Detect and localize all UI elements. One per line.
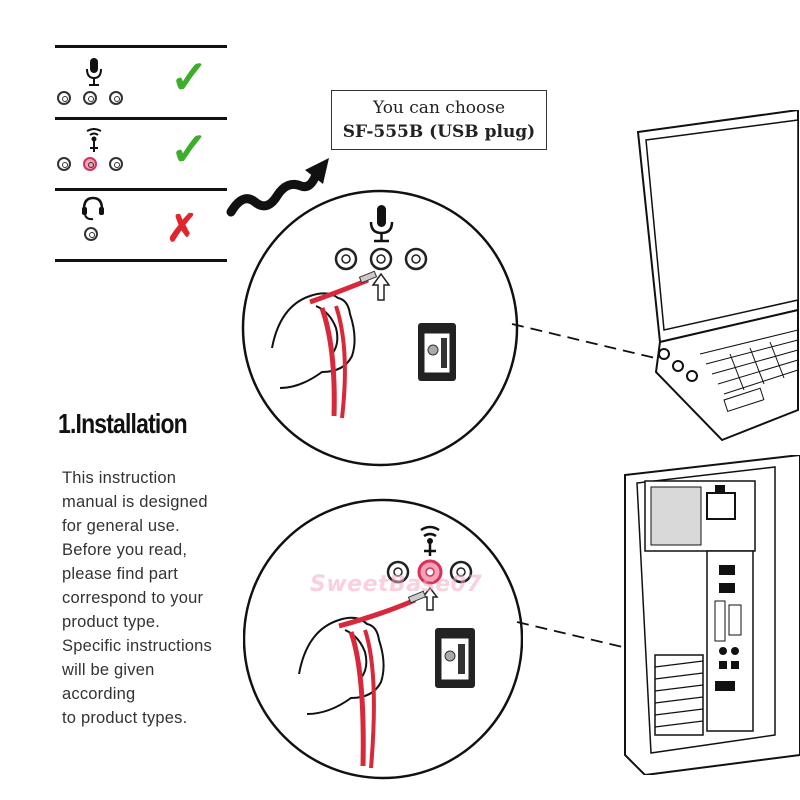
usb-port-icon: [418, 323, 456, 381]
product-callout: You can choose SF-555B (USB plug): [331, 90, 547, 150]
instruction-line: Specific instructions: [62, 637, 213, 655]
instruction-line: Before you read,: [62, 541, 188, 559]
speaker-icon: [86, 128, 102, 152]
audio-jack-icon: [57, 157, 71, 171]
cross-icon: ✗: [166, 208, 198, 250]
audio-jack-icon: [84, 227, 98, 241]
connector-line: [516, 621, 712, 669]
table-rule: [55, 45, 227, 48]
jack-row: [334, 247, 428, 271]
audio-jack-icon: [57, 91, 71, 105]
wavy-arrow-icon: [226, 158, 329, 217]
hand-holding-plug: [298, 590, 427, 769]
instruction-line: This instruction: [62, 469, 177, 487]
desktop-tower-illustration: [624, 455, 800, 775]
table-rule: [55, 188, 227, 191]
audio-jack-icon: [109, 91, 123, 105]
laptop-illustration: [636, 110, 799, 442]
microphone-icon: [369, 205, 394, 243]
instruction-line: will be given: [62, 661, 155, 679]
instruction-line: to product types.: [62, 709, 188, 727]
speaker-icon: [420, 525, 440, 556]
lineout-jack-closeup: [243, 498, 523, 780]
table-rule: [55, 117, 227, 120]
instruction-line: according: [62, 685, 136, 703]
instruction-text: This instruction manual is designed for …: [62, 466, 237, 730]
jack-row: [57, 91, 123, 105]
section-heading: 1.Installation: [58, 408, 188, 439]
audio-jack-icon: [83, 91, 97, 105]
table-rule: [55, 259, 227, 262]
callout-line-1: You can choose: [372, 98, 506, 118]
highlighted-jack-icon: [83, 157, 97, 171]
microphone-icon: [86, 58, 102, 86]
up-arrow-icon: [371, 272, 391, 301]
instruction-line: manual is designed: [62, 493, 208, 511]
audio-jack-icon: [109, 157, 123, 171]
callout-line-2: SF-555B (USB plug): [342, 122, 536, 142]
watermark: SweetBase07: [310, 572, 483, 597]
jack-row: [386, 559, 473, 585]
check-icon: ✓: [170, 123, 209, 175]
usb-port-icon: [435, 628, 475, 688]
jack-row: [57, 157, 123, 171]
headset-icon: [82, 196, 104, 221]
hand-holding-plug: [271, 270, 378, 419]
connector-line: [511, 323, 656, 359]
instruction-line: please find part: [62, 565, 179, 583]
mic-jack-closeup: [241, 189, 519, 467]
check-icon: ✓: [170, 51, 209, 103]
instruction-line: for general use.: [62, 517, 180, 535]
instruction-line: product type.: [62, 613, 160, 631]
jack-row: [84, 227, 98, 241]
instruction-line: correspond to your: [62, 589, 204, 607]
